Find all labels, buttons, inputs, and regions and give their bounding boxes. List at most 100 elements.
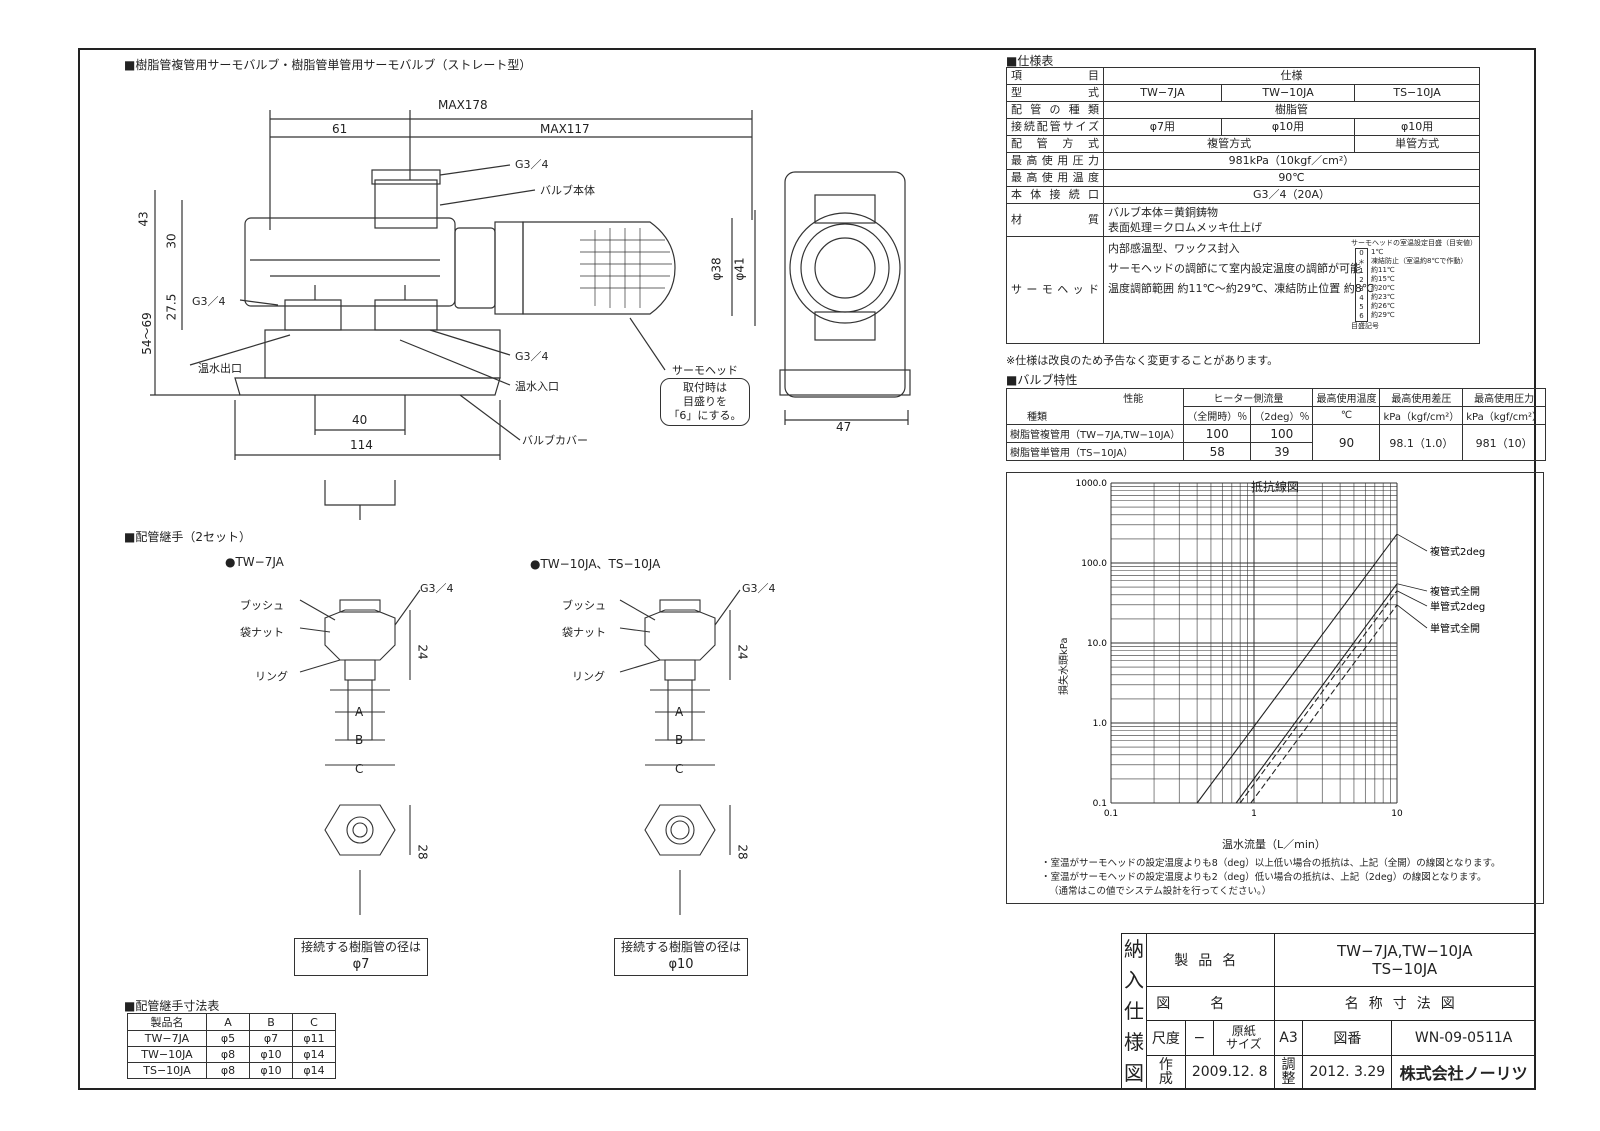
spec-thermo-label: サーモヘッド <box>1006 236 1104 344</box>
fitting-tw10-title: ●TW−10JA、TS−10JA <box>530 557 661 571</box>
valve-diff: 98.1（1.0） <box>1379 424 1464 461</box>
note-tw10-1: 接続する樹脂管の径は <box>620 940 741 954</box>
made-label-1: 作 <box>1158 1057 1173 1074</box>
valve-press: 981（10） <box>1462 424 1547 461</box>
table-row: 配管方式 複管方式 単管方式 <box>1006 135 1480 153</box>
paper-label-1: 原紙 <box>1231 1023 1256 1038</box>
spec-pipe-size-1: φ10用 <box>1220 118 1356 136</box>
scale-key: 2 <box>1359 276 1364 284</box>
product-1: TW−7JA,TW−10JA <box>1337 941 1473 960</box>
table-row: 材質 バルブ本体＝黄銅鋳物 表面処理＝クロムメッキ仕上げ <box>1006 203 1480 237</box>
drawing-label: 図名 <box>1146 985 1275 1022</box>
title-block: 納 入 仕 様 図 製品名 TW−7JA,TW−10JA TS−10JA 図名 … <box>1121 933 1537 1091</box>
table-row: 製品名 A B C <box>127 1013 336 1031</box>
dwg-no: WN-09-0511A <box>1391 1020 1536 1056</box>
thermo-scale-vals: 1℃ 凍結防止（室温約8℃で作動） 約11℃ 約15℃ 約20℃ 約23℃ 約2… <box>1368 248 1467 322</box>
spec-model-0: TW−7JA <box>1103 84 1222 102</box>
cell: φ8 <box>206 1062 250 1079</box>
note-tw7-2: φ7 <box>352 957 370 972</box>
valve-row1-full: 100 <box>1183 424 1252 443</box>
stamp-char: 入 <box>1124 968 1144 992</box>
th-c: C <box>292 1013 336 1031</box>
spec-model-2: TS−10JA <box>1354 84 1480 102</box>
scale-val: 1℃ <box>1371 248 1384 256</box>
scale-label: 尺度 <box>1146 1020 1186 1056</box>
adj-label: 調 整 <box>1273 1054 1304 1091</box>
cell: TW−7JA <box>127 1030 207 1047</box>
cell: TS−10JA <box>127 1062 207 1079</box>
cell: φ5 <box>206 1030 250 1047</box>
spec-max-pressure-val: 981kPa（10kgf／cm²） <box>1103 152 1480 170</box>
spec-material-label: 材質 <box>1006 203 1104 237</box>
label-bush-tw7: ブッシュ <box>240 599 284 612</box>
head-note-1: 取付時は <box>683 381 727 394</box>
note-box-tw7: 接続する樹脂管の径は φ7 <box>294 938 428 976</box>
scale-val: 約26℃ <box>1371 302 1395 310</box>
table-row: 本体接続口 G3／4（20A） <box>1006 186 1480 204</box>
dim-61: 61 <box>332 122 348 136</box>
chart-ylabel: 損失水頭kPa <box>1059 637 1070 696</box>
stamp-char: 様 <box>1124 1030 1144 1054</box>
paper-label: 原紙 サイズ <box>1212 1020 1275 1056</box>
paper-size: A3 <box>1273 1020 1304 1056</box>
table-row: 最高使用温度 90℃ <box>1006 169 1480 187</box>
fitting-table-title: ■配管継手寸法表 <box>124 999 220 1013</box>
valve-max-temp: 最高使用温度 <box>1312 388 1381 407</box>
thermo-scale: サーモヘッドの室温設定目盛（目安値） 0 ＊ 1 2 3 4 5 6 1℃ <box>1351 239 1477 331</box>
y-tick-label: 10.0 <box>1087 639 1107 649</box>
scale-key: 6 <box>1359 312 1364 320</box>
th-a: A <box>206 1013 250 1031</box>
valve-full-open: （全開時）％ <box>1183 406 1252 425</box>
series-leader <box>1396 533 1428 552</box>
dwg-no-label: 図番 <box>1302 1020 1393 1056</box>
cell: φ14 <box>292 1046 336 1063</box>
valve-temp-unit: ℃ <box>1312 406 1381 425</box>
series-line <box>1235 583 1398 804</box>
dim-28-tw10: 28 <box>735 844 750 860</box>
dim-b-tw7: B <box>355 733 364 747</box>
scale-key: 3 <box>1359 285 1364 293</box>
spec-thermo-3: 温度調節範囲 約11℃〜約29℃、凍結防止位置 約8℃ <box>1108 282 1375 295</box>
table-row: 納 入 仕 様 図 製品名 TW−7JA,TW−10JA TS−10JA <box>1121 933 1537 1090</box>
valve-max-press: 最高使用圧力 <box>1462 388 1547 407</box>
x-tick-label: 1 <box>1251 809 1257 819</box>
spec-body-conn-label: 本体接続口 <box>1006 186 1104 204</box>
cell: φ7 <box>249 1030 293 1047</box>
th-b: B <box>249 1013 293 1031</box>
y-tick-label: 100.0 <box>1081 559 1107 569</box>
chart-lines <box>1196 533 1428 804</box>
dim-c-tw10: C <box>675 762 684 776</box>
dim-a-tw7: A <box>355 705 364 719</box>
spec-material-2: 表面処理＝クロムメッキ仕上げ <box>1108 221 1262 234</box>
series-label: 単管式全開 <box>1430 622 1480 635</box>
label-valve-body: バルブ本体 <box>540 184 595 197</box>
table-row: 接続配管サイズ φ7用 φ10用 φ10用 <box>1006 118 1480 136</box>
chart-notes: ・室温がサーモヘッドの設定温度よりも8（deg）以上低い場合の抵抗は、上記（全開… <box>1041 857 1501 899</box>
spec-item-header: 項目 <box>1006 67 1104 85</box>
dim-24-tw7: 24 <box>415 644 430 660</box>
main-title: ■樹脂管複管用サーモバルブ・樹脂管単管用サーモバルブ（ストレート型） <box>124 58 532 72</box>
spec-max-temp-val: 90℃ <box>1103 169 1480 187</box>
valve-title: ■バルブ特性 <box>1006 373 1078 387</box>
cell: φ11 <box>292 1030 336 1047</box>
x-tick-label: 10 <box>1391 809 1403 819</box>
label-inlet: 温水入口 <box>515 380 559 393</box>
valve-kind-label: 種類 <box>1027 412 1047 423</box>
spec-max-temp-label: 最高使用温度 <box>1006 169 1104 187</box>
spec-pipe-type-val: 樹脂管 <box>1103 101 1480 119</box>
series-label: 単管式2deg <box>1430 600 1485 613</box>
label-thermo-head: サーモヘッド <box>672 364 738 377</box>
dim-24-tw10: 24 <box>735 644 750 660</box>
head-note-box: 取付時は 目盛りを 「6」にする。 <box>660 378 750 426</box>
spec-footnote: ※仕様は改良のため予告なく変更することがあります。 <box>1006 354 1279 367</box>
fitting-dim-table: 製品名 A B C TW−7JA φ5 φ7 φ11 TW−10JA φ8 φ1… <box>127 1013 336 1079</box>
spec-pipe-method-b: 単管方式 <box>1354 135 1480 153</box>
series-line <box>1196 533 1398 804</box>
series-line <box>1239 590 1398 804</box>
product-2: TS−10JA <box>1372 959 1438 978</box>
valve-drawing <box>150 110 911 520</box>
table-row: 樹脂管単管用（TS−10JA） 58 39 <box>1005 442 1546 461</box>
scale-val: 約23℃ <box>1371 293 1395 301</box>
valve-table: 性能 種類 ヒーター側流量 最高使用温度 最高使用差圧 最高使用圧力 （全開時）… <box>1005 388 1547 461</box>
label-g34-right: G3／4 <box>515 350 549 363</box>
